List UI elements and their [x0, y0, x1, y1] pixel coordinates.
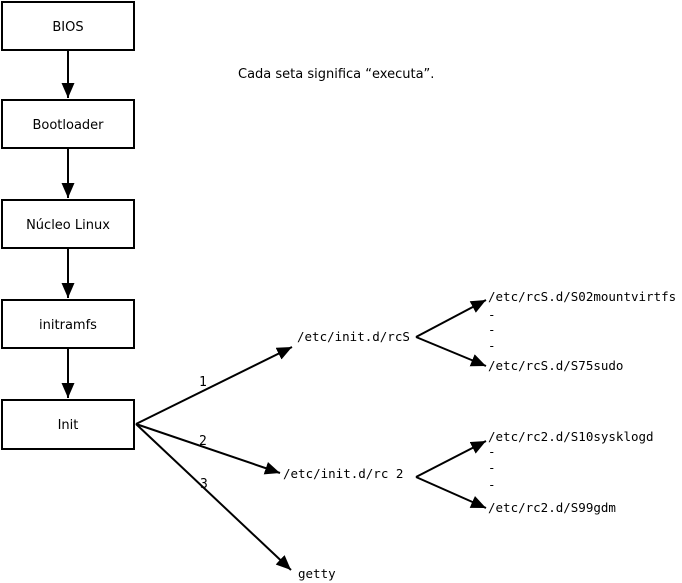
rc2-script-path: /etc/init.d/rc 2: [283, 466, 403, 481]
rc2-ellipsis-dash-3: -: [488, 477, 496, 492]
arrow-init-to-getty: [135, 423, 292, 571]
box-bios: BIOS: [1, 1, 135, 51]
arrow-init-to-rcs: [135, 346, 293, 425]
bootloader-box-rect: [1, 99, 135, 149]
init-box-rect: [1, 399, 135, 450]
init-box-label: Init: [58, 418, 79, 433]
arrow-label-2: 2: [199, 434, 207, 449]
box-linux-kernel: Núcleo Linux: [1, 199, 135, 249]
arrow-rc2-to-last-script: [415, 476, 487, 509]
rc2-last-script: /etc/rc2.d/S99gdm: [488, 500, 616, 515]
box-initramfs: initramfs: [1, 299, 135, 349]
linux-kernel-box-rect: [1, 199, 135, 249]
rcs-ellipsis-dash-1: -: [488, 307, 496, 322]
initramfs-box-rect: [1, 299, 135, 349]
linux-kernel-box-label: Núcleo Linux: [26, 218, 110, 233]
rcs-ellipsis-dash-3: -: [488, 338, 496, 353]
rc2-ellipsis-dash-2: -: [488, 460, 496, 475]
bios-box-label: BIOS: [52, 20, 83, 35]
arrow-rcs-to-first-script: [415, 299, 487, 338]
box-bootloader: Bootloader: [1, 99, 135, 149]
box-init: Init: [1, 399, 135, 450]
arrow-meaning-note: Cada seta significa “executa”.: [238, 67, 434, 82]
initramfs-box-label: initramfs: [39, 318, 97, 333]
getty-label: getty: [298, 566, 336, 581]
arrow-label-1: 1: [199, 375, 207, 390]
bios-box-rect: [1, 1, 135, 51]
arrow-init-to-rc2: [135, 423, 281, 475]
rcs-last-script: /etc/rcS.d/S75sudo: [488, 358, 623, 373]
bootloader-box-label: Bootloader: [32, 118, 104, 133]
arrow-rcs-to-last-script: [415, 336, 487, 367]
rcs-ellipsis-dash-2: -: [488, 322, 496, 337]
rcs-first-script: /etc/rcS.d/S02mountvirtfs: [488, 289, 676, 304]
rc2-ellipsis-dash-1: -: [488, 444, 496, 459]
rcs-script-path: /etc/init.d/rcS: [297, 329, 410, 344]
arrow-rc2-to-first-script: [415, 440, 487, 478]
arrow-label-3: 3: [200, 477, 208, 492]
rc2-first-script: /etc/rc2.d/S10sysklogd: [488, 429, 654, 444]
